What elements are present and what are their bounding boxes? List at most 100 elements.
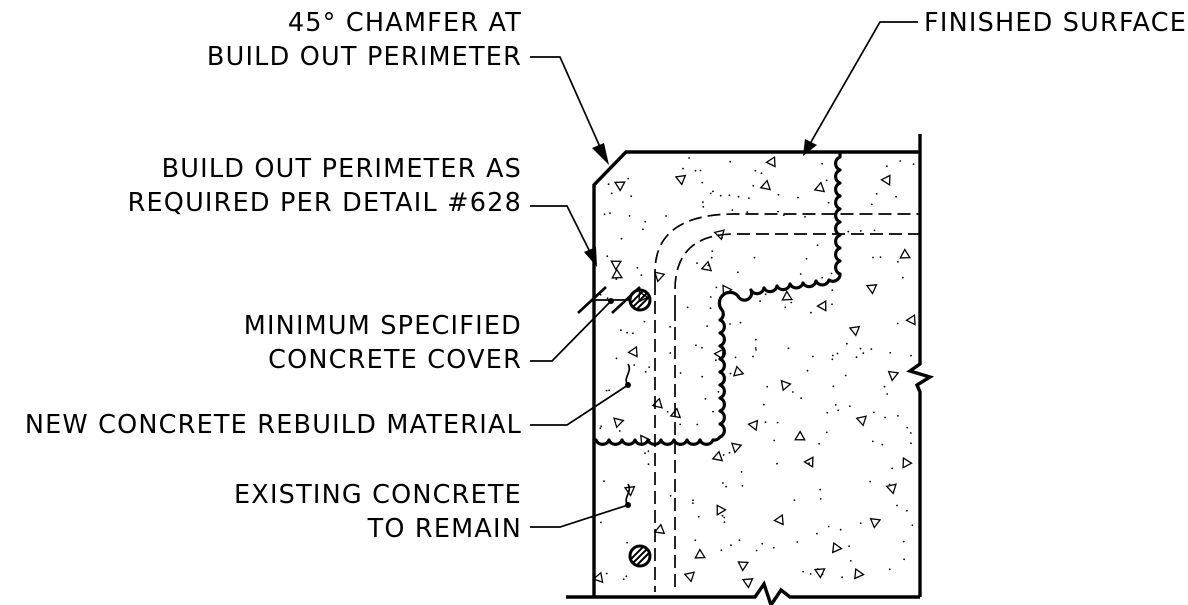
- aggregate-stipple: [722, 454, 725, 456]
- aggregate-stipple: [895, 195, 897, 198]
- aggregate-stipple: [831, 289, 834, 292]
- chamfer-leader-arrowhead: [592, 143, 609, 165]
- aggregate-stipple: [628, 215, 631, 217]
- aggregate-stipple: [776, 462, 778, 465]
- aggregate-stipple: [793, 499, 796, 501]
- aggregate-stipple: [603, 213, 606, 216]
- aggregate-triangle: [803, 456, 814, 468]
- aggregate-triangle: [737, 561, 750, 572]
- aggregate-stipple: [816, 532, 818, 535]
- cover-tick-left: [577, 286, 607, 314]
- aggregate-stipple: [665, 215, 667, 217]
- aggregate-stipple: [618, 430, 621, 432]
- aggregate-stipple: [701, 346, 703, 349]
- aggregate-stipple: [912, 163, 915, 166]
- aggregate-stipple: [706, 325, 708, 327]
- aggregate-stipple: [709, 296, 712, 298]
- aggregate-stipple: [889, 351, 892, 354]
- bottom-edge-break: [566, 580, 920, 605]
- aggregate-stipple: [827, 525, 830, 528]
- aggregate-triangle: [773, 513, 784, 526]
- aggregate-stipple: [763, 403, 765, 406]
- aggregate-stipple: [776, 421, 779, 424]
- aggregate-stipple: [891, 467, 893, 470]
- finished-surface-leader: [810, 21, 918, 143]
- aggregate-triangle: [813, 181, 826, 193]
- concrete-section: [566, 134, 935, 605]
- aggregate-stipple: [827, 201, 830, 204]
- aggregate-stipple: [738, 539, 741, 541]
- aggregate-stipple: [728, 451, 731, 454]
- aggregate-triangle: [902, 456, 913, 469]
- aggregate-stipple: [615, 357, 618, 360]
- aggregate-stipple: [841, 576, 843, 579]
- aggregate-stipple: [909, 432, 912, 434]
- aggregate-stipple: [625, 575, 628, 578]
- aggregate-stipple: [759, 300, 761, 302]
- aggregate-stipple: [881, 443, 884, 446]
- aggregate-stipple: [636, 266, 639, 269]
- aggregate-triangle: [794, 430, 806, 441]
- aggregate-stipple: [855, 356, 858, 359]
- aggregate-stipple: [849, 560, 852, 562]
- aggregate-stipple: [688, 157, 690, 159]
- aggregate-stipple: [696, 423, 699, 426]
- aggregate-stipple: [730, 544, 732, 547]
- aggregate-stipple: [648, 366, 651, 368]
- repair-boundary-scallop: [594, 152, 842, 446]
- aggregate-triangle: [722, 284, 733, 297]
- aggregate-triangle: [869, 517, 882, 529]
- aggregate-stipple: [830, 272, 833, 275]
- chamfer-label-line1: 45° CHAMFER AT: [288, 8, 522, 38]
- aggregate-stipple: [879, 256, 882, 259]
- aggregate-stipple: [897, 415, 899, 417]
- aggregate-stipple: [825, 179, 828, 182]
- aggregate-triangle: [653, 271, 666, 283]
- aggregate-triangle: [694, 548, 706, 559]
- aggregate-stipple: [821, 276, 824, 279]
- aggregate-stipple: [697, 515, 700, 518]
- aggregate-stipple: [644, 371, 647, 373]
- aggregate-stipple: [722, 482, 724, 484]
- aggregate-stipple: [848, 545, 850, 547]
- aggregate-stipple: [712, 190, 714, 193]
- aggregate-triangle: [627, 345, 638, 358]
- aggregate-stipple: [729, 160, 732, 163]
- aggregate-stipple: [719, 194, 722, 197]
- aggregate-stipple: [599, 427, 602, 430]
- aggregate-stipple: [899, 160, 902, 162]
- aggregate-stipple: [710, 256, 713, 259]
- aggregate-stipple: [626, 331, 628, 334]
- aggregate-stipple: [862, 352, 865, 355]
- aggregate-stipple: [620, 329, 622, 332]
- aggregate-triangle: [610, 260, 623, 271]
- aggregate-stipple: [723, 521, 726, 523]
- bar-bend-inner: [674, 233, 920, 308]
- aggregate-stipple: [816, 244, 819, 247]
- aggregate-stipple: [910, 442, 912, 445]
- aggregate-stipple: [888, 483, 891, 486]
- aggregate-stipple: [721, 514, 724, 517]
- aggregate-stipple: [643, 320, 646, 323]
- leader-squiggles: [625, 363, 631, 506]
- aggregate-triangle: [747, 419, 759, 432]
- cover-leader-dot: [608, 298, 614, 304]
- aggregate-stipple: [607, 183, 610, 186]
- aggregate-triangle: [713, 348, 724, 361]
- aggregate-stipple: [873, 229, 876, 232]
- aggregate-stipple: [792, 391, 794, 393]
- aggregate-stipple: [754, 347, 757, 349]
- aggregate-stipple: [761, 542, 764, 545]
- aggregate-stipple: [831, 358, 834, 361]
- aggregate-stipple: [806, 369, 809, 372]
- aggregate-stipple: [804, 216, 806, 218]
- cover-leader: [530, 300, 612, 362]
- aggregate-stipple: [839, 528, 842, 531]
- callout-labels: 45° CHAMFER AT BUILD OUT PERIMETER FINIS…: [25, 8, 1186, 544]
- aggregate-triangle: [674, 174, 687, 186]
- aggregate-stipple: [819, 498, 822, 500]
- aggregate-stipple: [805, 257, 808, 260]
- aggregate-stipple: [682, 167, 684, 170]
- aggregate-stipple: [869, 480, 872, 483]
- aggregate-stipple: [837, 409, 840, 412]
